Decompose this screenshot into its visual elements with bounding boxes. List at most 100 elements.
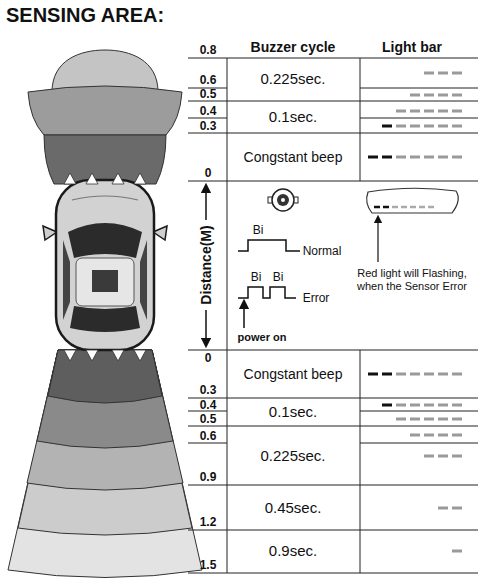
hood-line [72, 196, 138, 200]
light-segment [438, 434, 448, 437]
light-segment [438, 455, 448, 458]
distance-value: 0 [205, 352, 212, 364]
front-sensors [64, 173, 146, 184]
note-text: power on [238, 331, 287, 344]
light-segment [424, 455, 434, 458]
note-text: Red light will Flashing, when the Sensor… [349, 267, 475, 293]
column-header: Light bar [382, 39, 442, 56]
axis-label: Distance(M) [198, 225, 215, 304]
light-segment [424, 156, 434, 159]
light-segment [452, 125, 462, 128]
row-line [188, 88, 478, 443]
sensor [64, 173, 76, 184]
front-sensing-bands [28, 50, 182, 184]
light-segment [396, 125, 406, 128]
light-segment [396, 404, 406, 407]
side-window [140, 240, 147, 320]
light-segment [410, 94, 420, 97]
rear-sensing-bands [8, 350, 202, 578]
light-segment [438, 72, 448, 75]
light-segment [438, 156, 448, 159]
light-segment [410, 373, 420, 376]
red-segments [374, 206, 389, 209]
windshield [68, 223, 142, 258]
buzzer-cycle: 0.1sec. [269, 108, 317, 126]
side-window [63, 240, 70, 320]
light-segment [438, 507, 448, 510]
light-segment [452, 434, 462, 437]
buzzer-cycle: 0.225sec. [260, 70, 325, 88]
title: SENSING AREA: [6, 4, 164, 27]
band-0-9-1-2 [18, 350, 192, 535]
light-segment [452, 156, 462, 159]
light-segment [396, 418, 406, 421]
light-segment [424, 125, 434, 128]
distance-value: 0.4 [200, 399, 217, 411]
light-bar-dashes [368, 72, 462, 553]
rear-sensors [64, 350, 146, 361]
sensor [86, 350, 98, 361]
light-segment [452, 418, 462, 421]
distance-value: 1.5 [200, 559, 217, 571]
signal-label: Error [303, 291, 330, 305]
sensor [134, 350, 146, 361]
light-segment [452, 72, 462, 75]
band-0-0-3 [48, 350, 162, 403]
light-segment [410, 125, 420, 128]
car-body [56, 180, 154, 350]
car [43, 173, 167, 361]
buzzer-cycle: Congstant beep [244, 366, 343, 383]
band-1-2-1-5 [8, 350, 202, 578]
arrow-down [205, 310, 207, 343]
band-0-6-0-9 [27, 350, 183, 490]
sensor [86, 173, 98, 184]
buzzer-cycle: 0.225sec. [260, 447, 325, 465]
distance-value: 0.4 [200, 105, 217, 117]
light-segment [410, 110, 420, 113]
light-segment [382, 156, 392, 159]
band-0-3-0-6 [37, 350, 173, 448]
distance-value: 0.3 [200, 120, 217, 132]
band-0-3-0-6 [28, 86, 182, 135]
light-segment [438, 110, 448, 113]
light-segment [452, 455, 462, 458]
sensor-ring [272, 189, 294, 211]
light-segment [396, 373, 406, 376]
light-segment [452, 550, 462, 553]
roof [76, 258, 134, 306]
light-segment [410, 156, 420, 159]
distance-value: 0.3 [200, 384, 217, 396]
light-segment [368, 156, 378, 159]
sensor [134, 173, 146, 184]
table-lines [188, 58, 478, 573]
light-segment [382, 373, 392, 376]
distance-value: 0.5 [200, 88, 217, 100]
sensor [112, 350, 124, 361]
light-segment [452, 94, 462, 97]
light-segment [438, 418, 448, 421]
distance-value: 0.6 [200, 74, 217, 86]
sensor [64, 350, 76, 361]
light-segment [382, 125, 392, 128]
light-segment [452, 404, 462, 407]
light-segment [452, 373, 462, 376]
normal-waveform [238, 240, 300, 251]
distance-value: 0 [205, 167, 212, 179]
light-segment [424, 418, 434, 421]
signal-label: Bi [273, 270, 284, 284]
light-segment [438, 404, 448, 407]
light-segment [424, 434, 434, 437]
light-segment [424, 94, 434, 97]
light-segment [410, 404, 420, 407]
distance-value: 0.8 [200, 44, 217, 56]
arrow-up [205, 188, 207, 220]
light-segment [424, 404, 434, 407]
buzzer-cycle: Congstant beep [244, 149, 343, 166]
rear-window [70, 306, 140, 332]
sunroof [92, 270, 118, 292]
light-bar-housing [367, 188, 459, 213]
light-bar-icon [367, 188, 459, 262]
column-header: Buzzer cycle [251, 39, 336, 56]
distance-value: 0.5 [200, 413, 217, 425]
